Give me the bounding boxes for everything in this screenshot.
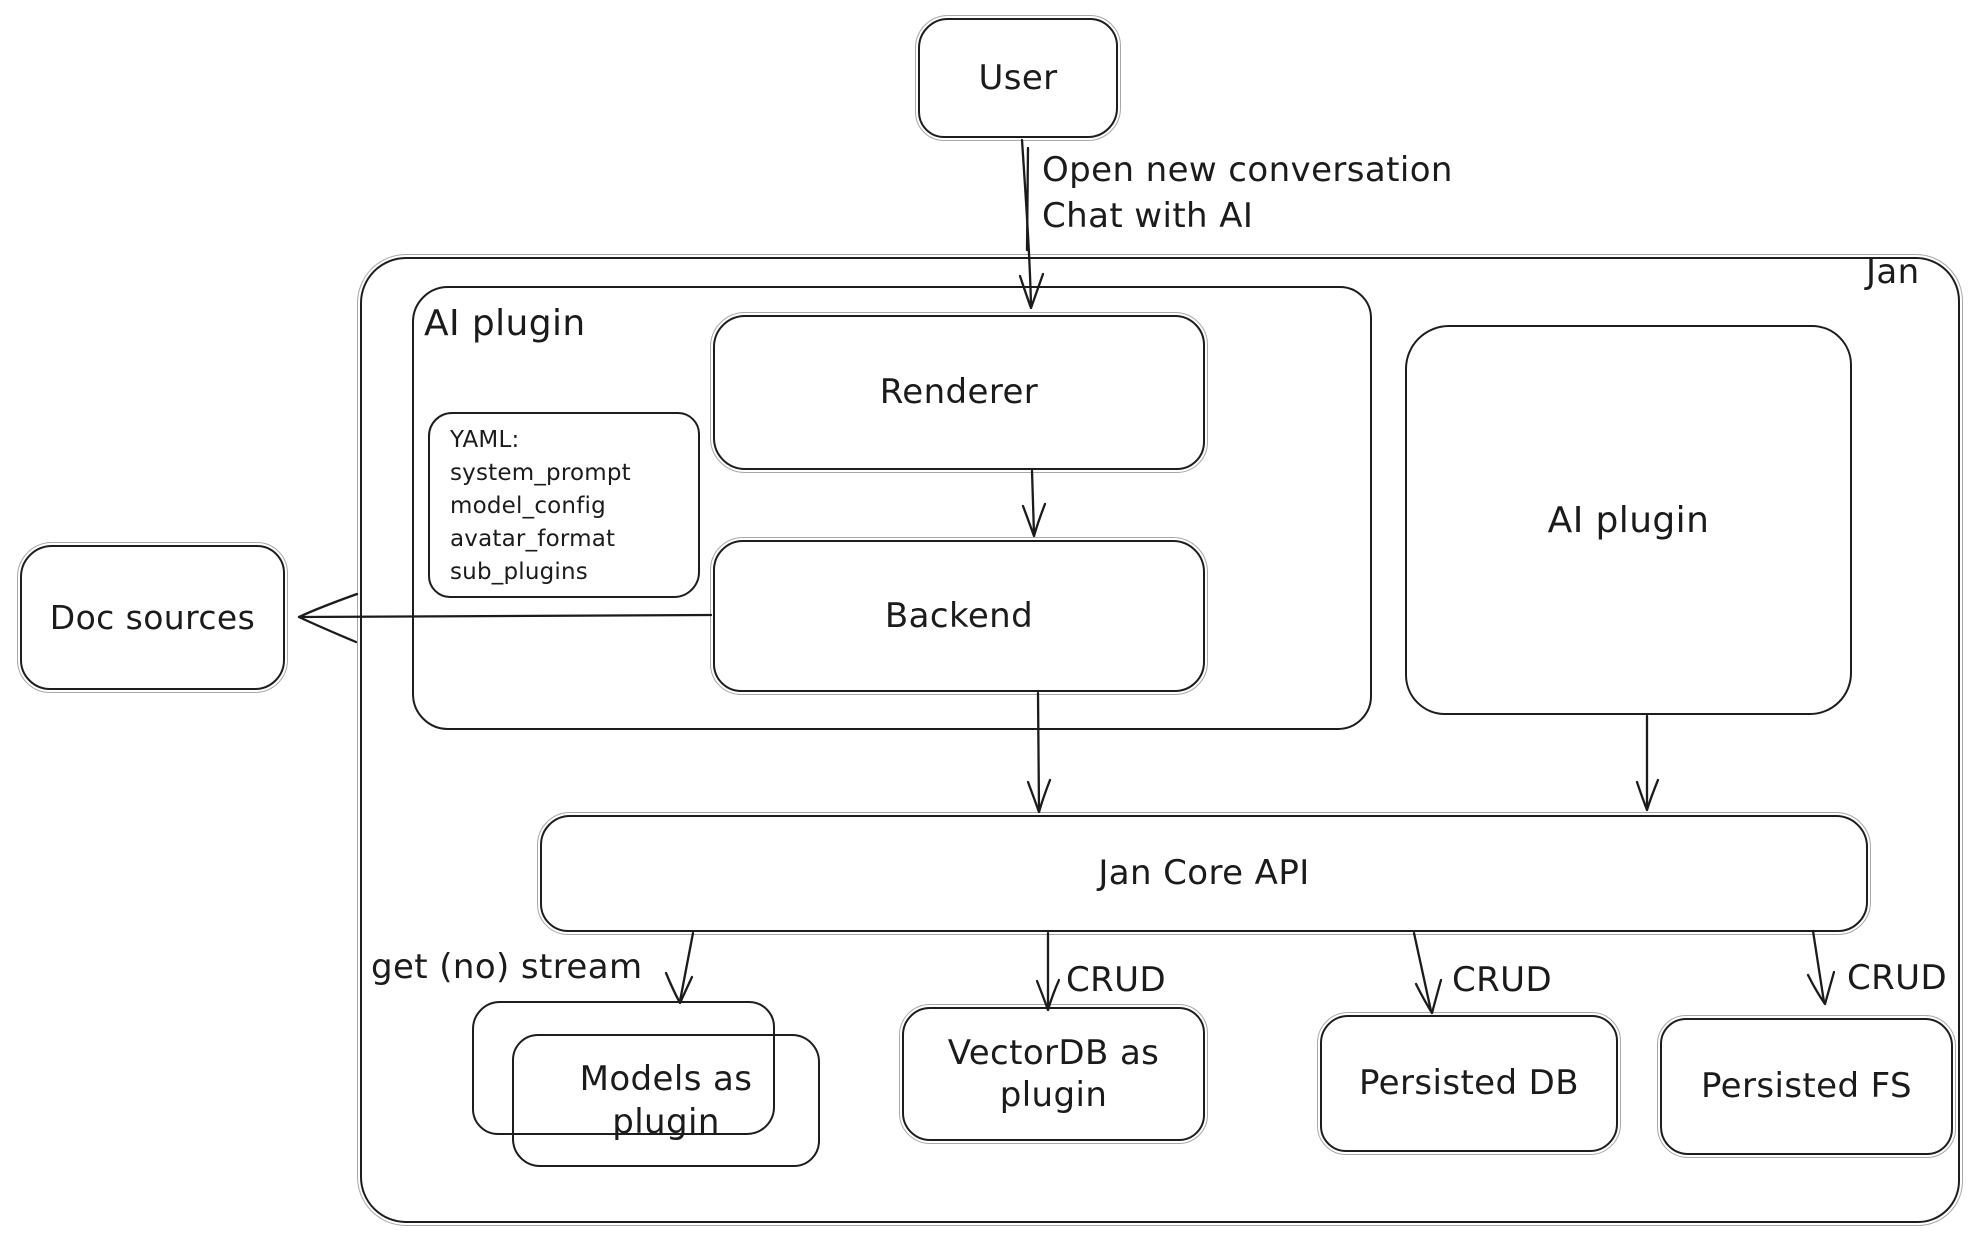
label-get-no-stream: get (no) stream xyxy=(371,947,643,987)
node-models-as-plugin: Models as plugin xyxy=(512,1034,820,1167)
node-doc-sources: Doc sources xyxy=(16,541,289,694)
label-crud-persisted-db: CRUD xyxy=(1452,960,1553,1000)
yaml-line-avatar-format: avatar_format xyxy=(450,526,616,552)
yaml-line-sub-plugins: sub_plugins xyxy=(450,559,588,585)
node-ai-plugin-group xyxy=(412,286,1372,730)
label-chat-with-ai-line2: Chat with AI xyxy=(1042,195,1254,236)
yaml-line-title: YAML: xyxy=(450,427,520,453)
label-crud-persisted-fs: CRUD xyxy=(1847,958,1948,998)
node-jan-container xyxy=(356,253,1964,1227)
yaml-line-system-prompt: system_prompt xyxy=(450,460,631,486)
node-backend: Backend xyxy=(709,536,1209,696)
jan-container-label: Jan xyxy=(1866,252,1920,292)
node-jan-core-api: Jan Core API xyxy=(536,811,1872,936)
label-open-new-conversation-line1: Open new conversation xyxy=(1042,150,1453,190)
node-user: User xyxy=(914,14,1122,142)
node-ai-plugin: AI plugin xyxy=(1405,325,1852,715)
models-as-plugin-shadow-box xyxy=(472,1001,775,1135)
node-yaml-note: YAML: system_prompt model_config avatar_… xyxy=(428,412,700,598)
ai-plugin-group-label: AI plugin xyxy=(424,303,586,344)
yaml-line-model-config: model_config xyxy=(450,493,606,519)
node-renderer: Renderer xyxy=(709,311,1209,474)
node-persisted-db: Persisted DB xyxy=(1316,1011,1622,1156)
node-persisted-fs: Persisted FS xyxy=(1656,1014,1957,1159)
label-open-new-conversation: Open new conversation Chat with AI xyxy=(1042,148,1453,240)
label-crud-vectordb: CRUD xyxy=(1066,960,1167,1000)
node-vectordb: VectorDB as plugin xyxy=(898,1003,1209,1145)
